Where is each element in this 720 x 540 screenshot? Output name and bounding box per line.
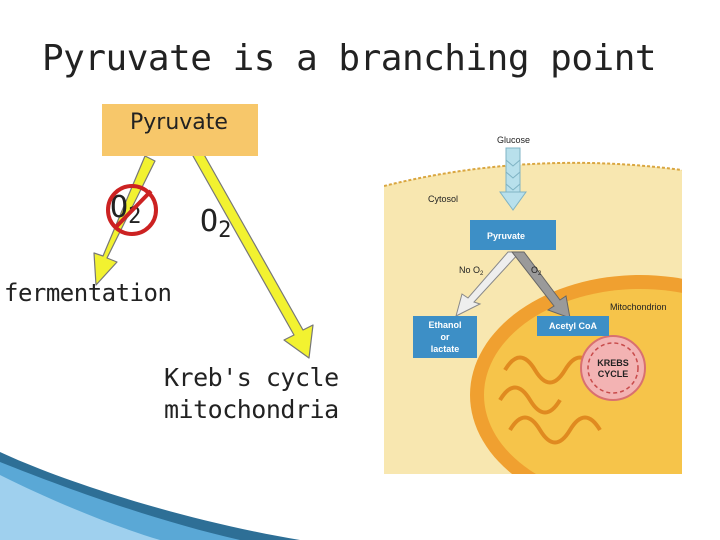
o2-crossed-text: O <box>110 190 129 225</box>
oxygen-label: O2 <box>200 204 231 243</box>
ethanol-box <box>413 316 477 358</box>
kreb-line-2: mitochondria <box>164 395 339 424</box>
o2-sub: 2 <box>218 218 232 243</box>
kreb-label: Kreb's cycle mitochondria <box>164 362 339 426</box>
figure-pyruvate-box <box>470 220 556 250</box>
kreb-line-1: Kreb's cycle <box>164 363 339 392</box>
pyruvate-box: Pyruvate <box>102 104 258 156</box>
ethanol-label: Ethanol <box>429 320 462 330</box>
ethanol-or: or <box>441 332 450 342</box>
acetyl-coa-label: Acetyl CoA <box>549 321 598 331</box>
glucose-arrow <box>499 147 527 211</box>
fermentation-label: fermentation <box>4 279 172 307</box>
cytosol-label: Cytosol <box>428 194 458 204</box>
o2-text: O <box>200 204 219 239</box>
krebs-label-2: CYCLE <box>598 369 629 379</box>
figure-no-o2-arrow <box>455 251 522 317</box>
krebs-label-1: KREBS <box>597 358 629 368</box>
krebs-cycle-circle <box>580 335 646 401</box>
slide-title: Pyruvate is a branching point <box>42 38 657 79</box>
mitochondrion-label: Mitochondrion <box>610 302 667 312</box>
kreb-arrow <box>192 150 314 359</box>
figure-o2-arrow <box>510 251 571 319</box>
acetyl-coa-box <box>537 316 609 336</box>
figure-no-o2-label: No O2 <box>459 265 484 277</box>
figure-pyruvate-label: Pyruvate <box>487 231 525 241</box>
lactate-label: lactate <box>431 344 460 354</box>
figure-o2-label: O2 <box>531 265 542 277</box>
pyruvate-box-label: Pyruvate <box>130 110 228 135</box>
glucose-label: Glucose <box>497 135 530 145</box>
